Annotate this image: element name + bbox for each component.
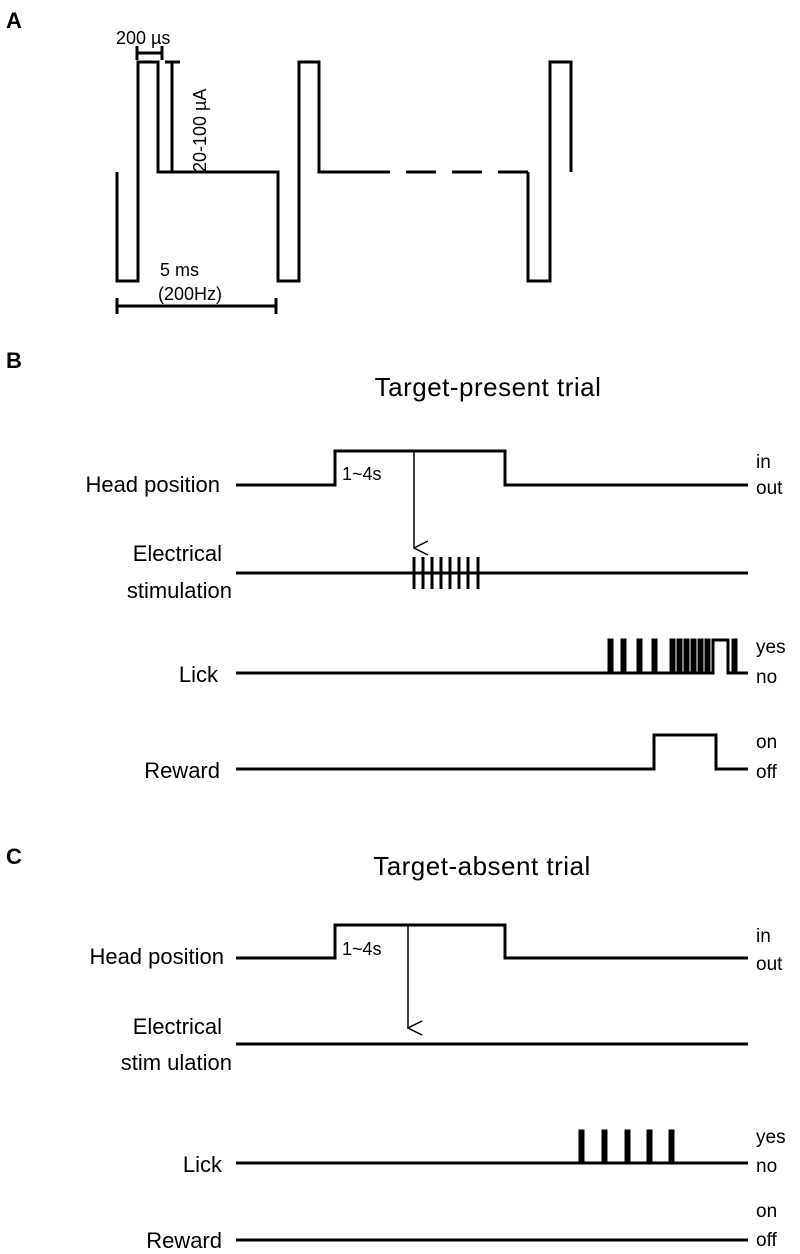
pulse-train-last-pulse (526, 60, 573, 283)
trial-absent-lick-trace (236, 1129, 748, 1165)
trial-present-reward-state-off: off (756, 762, 778, 783)
trial-absent-delay-label: 1~4s (342, 939, 382, 959)
trial-present-reward-trace (236, 733, 748, 771)
amplitude-label: 20-100 µA (190, 89, 210, 172)
trial-present-head-state-out: out (756, 478, 783, 499)
trial-absent-stim-label-line1: Electrical (133, 1014, 222, 1039)
panel-label-b: B (6, 348, 22, 373)
frequency-label: (200Hz) (158, 284, 222, 304)
trial-present-reward-label: Reward (144, 758, 220, 783)
trial-absent-reward-state-on: on (756, 1201, 777, 1222)
pulse-width-dimension (135, 46, 164, 60)
trial-present-lick-state-no: no (756, 667, 777, 688)
period-dimension (115, 298, 278, 314)
amplitude-dimension (165, 60, 180, 174)
panel-label-a: A (6, 8, 22, 33)
pulse-train-waveform (115, 60, 360, 283)
stimulation-waveform (115, 60, 573, 283)
trial-present-head-state-in: in (756, 452, 771, 473)
trial-present-lick-state-yes: yes (756, 637, 786, 658)
trial-present-lick-label: Lick (179, 662, 219, 687)
trial-absent-lick-state-no: no (756, 1156, 777, 1177)
trial-absent-head-state-out: out (756, 954, 783, 975)
trial-absent-lick-state-yes: yes (756, 1127, 786, 1148)
trial-absent-head-position-trace (236, 923, 748, 960)
panel-label-c: C (6, 844, 22, 869)
trial-present-stim-label-line2: stimulation (127, 578, 232, 603)
trial-present-stim-pulses (412, 557, 480, 589)
trial-absent-stim-label-line2: stim ulation (121, 1050, 232, 1075)
pulse-width-label: 200 µs (116, 28, 170, 48)
trial-present-head-position-trace (236, 449, 748, 487)
trial-present-title: Target-present trial (375, 372, 602, 402)
period-label: 5 ms (160, 260, 199, 280)
trial-absent-title: Target-absent trial (373, 851, 591, 881)
trial-absent-lick-label: Lick (183, 1152, 223, 1177)
trial-absent-head-position-label: Head position (89, 944, 224, 969)
trial-present-reward-state-on: on (756, 732, 777, 753)
trial-absent-head-state-in: in (756, 926, 771, 947)
trial-absent-reward-label: Reward (146, 1228, 222, 1253)
trial-present-delay-label: 1~4s (342, 464, 382, 484)
trial-present-head-position-label: Head position (85, 472, 220, 497)
trial-present-lick-trace (236, 638, 748, 675)
trial-present-stim-label-line1: Electrical (133, 541, 222, 566)
trial-absent-reward-state-off: off (756, 1230, 778, 1251)
